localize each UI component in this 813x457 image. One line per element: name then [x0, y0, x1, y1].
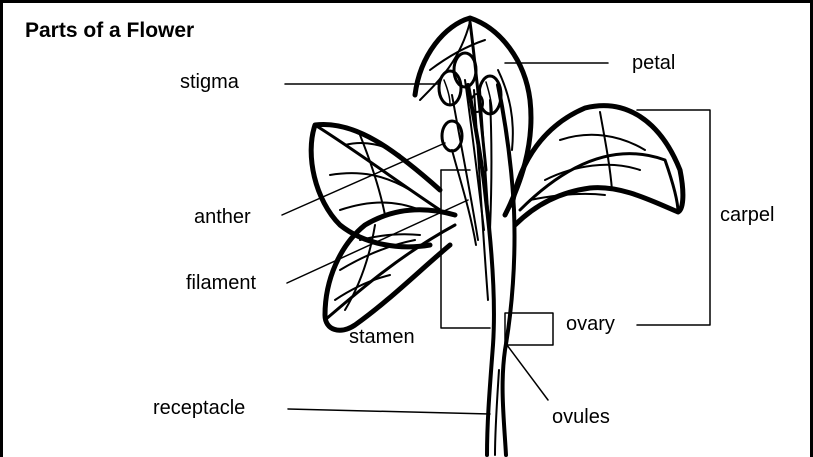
leader-lines — [282, 63, 608, 414]
label-petal: petal — [632, 52, 675, 75]
label-stigma: stigma — [180, 71, 239, 94]
leader-receptacle — [288, 409, 490, 414]
label-ovary: ovary — [566, 313, 615, 336]
label-stamen: stamen — [349, 326, 415, 349]
carpel-bracket — [637, 110, 710, 325]
label-ovules: ovules — [552, 406, 610, 429]
label-carpel: carpel — [720, 204, 774, 227]
label-filament: filament — [186, 272, 256, 295]
petal-left-upper — [311, 124, 440, 246]
ovary-box — [505, 313, 553, 345]
label-receptacle: receptacle — [153, 397, 245, 420]
leader-ovules — [507, 345, 548, 400]
label-anther: anther — [194, 206, 251, 229]
petal-right — [512, 106, 683, 225]
